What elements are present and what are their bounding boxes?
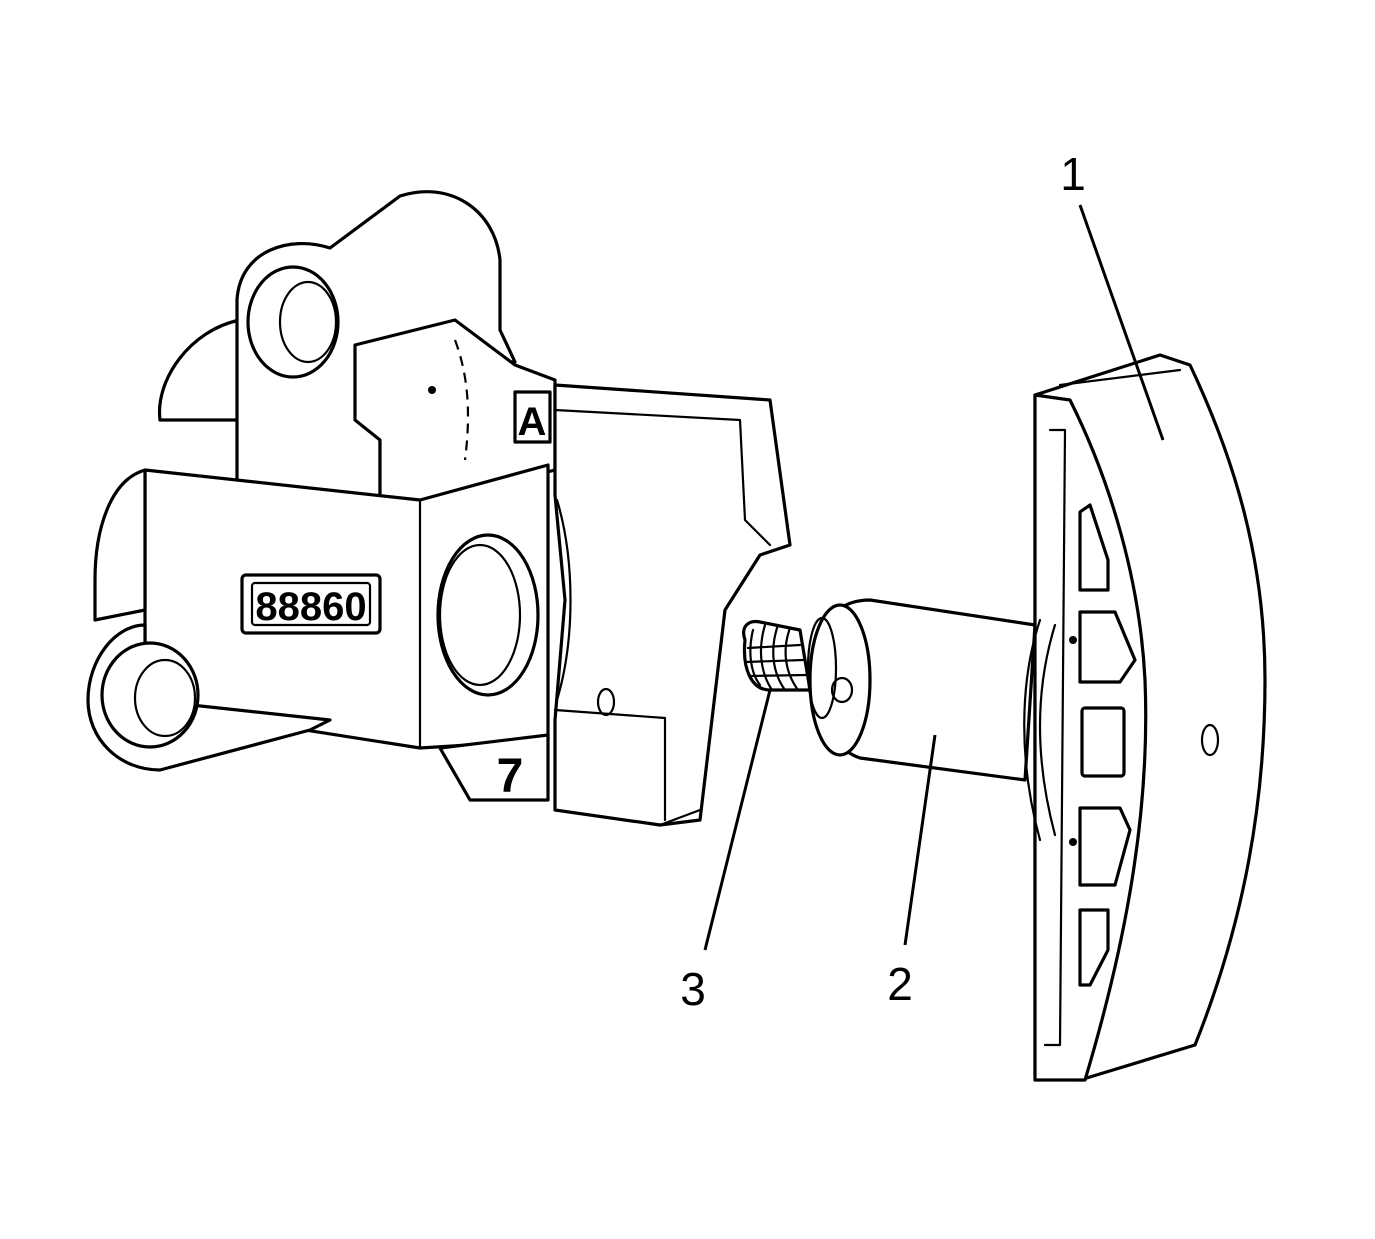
plunger-hole [830,676,854,704]
shoe-top-edge [1058,368,1182,387]
shoe-plunger-seat-inner [1038,623,1057,837]
rear-flange [157,318,242,422]
shoe-slot-3 [1080,706,1126,778]
digit-mark: 7 [438,733,550,803]
leader-line-1 [1078,204,1165,441]
body-hidden-edge [453,339,470,461]
body-dot [428,386,436,394]
callout-1: 1 [1060,148,1086,200]
tensioner-body: A 88860 7 [86,190,792,827]
side-flange [93,468,147,622]
callout-3: 3 [680,963,706,1015]
plunger-bore [436,533,540,697]
guide-bracket-lower-edge [553,708,667,822]
shoe-rim-edge [1043,428,1067,1047]
guide-bracket-curve [555,498,572,702]
shoe-hole [1200,723,1220,757]
upper-mount-hole-inner [278,280,338,364]
part-number-text: 88860 [255,585,366,629]
leader-line-3 [703,689,772,951]
spring [742,619,812,692]
letter-mark-text: A [518,400,547,444]
callout-2: 2 [887,958,913,1010]
shoe-slot-4 [1078,806,1132,887]
part-number-plate: 88860 [240,573,382,635]
shoe-pin-lower [1069,838,1077,846]
shoe-slot-1 [1078,503,1110,592]
upper-mount-hole [246,265,340,379]
plunger-end-ring [806,616,838,720]
plunger [806,598,1037,782]
letter-mark: A [513,390,552,444]
plunger-bore-inner [438,543,522,687]
guide-bracket-top-edge [553,408,772,547]
plunger-end-face [808,603,872,757]
guide-bracket [553,383,792,827]
lower-mount-hole [100,641,200,749]
shoe-slot-2 [1078,610,1137,684]
guide-bracket-bottom-edge [658,808,702,827]
guide-bracket-hole [596,687,616,717]
digit-mark-text: 7 [497,750,524,803]
shoe-plunger-seat [1023,618,1042,842]
shoe-pin-upper [1069,636,1077,644]
leader-line-2 [903,734,937,946]
tensioner-shoe [1023,353,1267,1082]
lower-mount-hole-inner [133,658,197,738]
shoe-slot-5 [1078,908,1110,987]
